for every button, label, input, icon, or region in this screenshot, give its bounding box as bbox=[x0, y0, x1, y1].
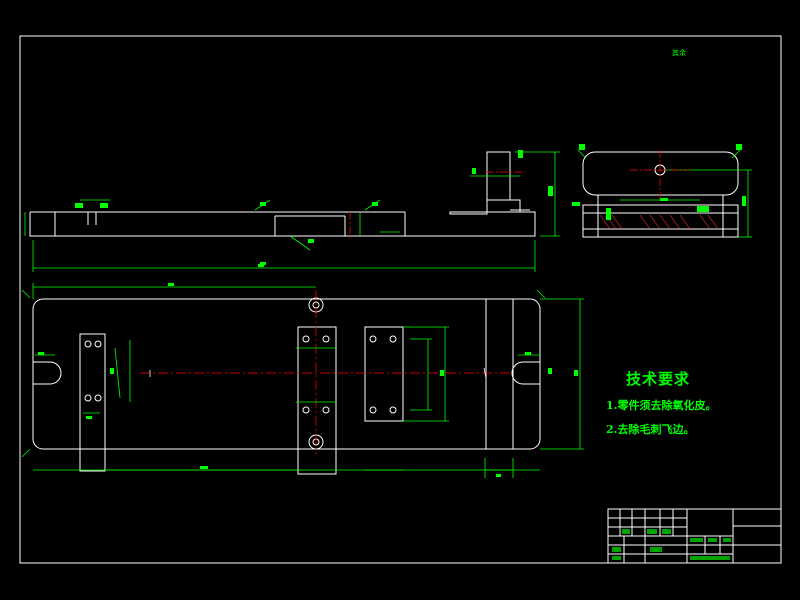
front-view-centerlines bbox=[349, 171, 525, 238]
plan-view-centerlines bbox=[140, 290, 510, 455]
end-view-hatching bbox=[599, 214, 719, 230]
title-block-fills bbox=[612, 529, 731, 560]
front-view bbox=[29, 151, 536, 237]
plan-view-dimensions bbox=[21, 283, 584, 478]
surface-finish-note: 其余 bbox=[672, 49, 686, 57]
end-view-labels bbox=[572, 144, 746, 220]
plan-view-labels bbox=[38, 262, 578, 477]
technical-requirements: 技术要求 1.零件须去除氧化皮。 2.去除毛刺飞边。 bbox=[606, 368, 716, 437]
break-mark bbox=[149, 367, 487, 379]
tech-item-2: 2.去除毛刺飞边。 bbox=[606, 423, 695, 436]
front-view-labels bbox=[75, 150, 553, 267]
end-view-centerlines bbox=[630, 150, 690, 200]
tech-item-1: 1.零件须去除氧化皮。 bbox=[606, 399, 717, 412]
tech-title: 技术要求 bbox=[626, 370, 691, 388]
drawing-frame bbox=[19, 35, 782, 564]
end-view-dimensions bbox=[577, 149, 752, 238]
plan-view bbox=[32, 297, 541, 475]
end-view bbox=[582, 151, 739, 238]
